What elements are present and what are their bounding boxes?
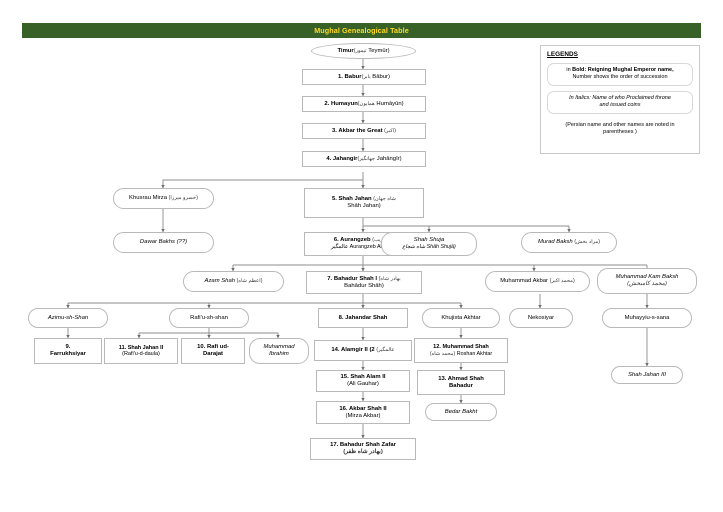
node-murad-baksh[interactable]: Murad Baksh (مراد بخش) <box>521 232 617 253</box>
node-azimu-sh-shan-line1: Azimu-sh-Shan <box>47 314 89 321</box>
node-jahandar-shah-line1: 8. Jahandar Shah <box>338 314 388 321</box>
node-jahangir[interactable]: 4. Jahangir(جهانگیر Jahāngīr) <box>302 151 426 167</box>
node-jahandar-shah[interactable]: 8. Jahandar Shah <box>318 308 408 328</box>
node-akbar-the-great-line1: 3. Akbar the Great (اکبر) <box>332 127 396 134</box>
node-shah-jahan-ii[interactable]: 11. Shah Jahan II (Rafi'u-d-daula) <box>104 338 178 364</box>
node-humayun[interactable]: 2. Humayun(همایون Humāyūn) <box>302 96 426 112</box>
node-bahadur-shah-i-line1: 7. Bahadur Shah I (بهادر شاه <box>327 275 401 282</box>
legend-persian-line1: (Persian name and other names are noted … <box>565 121 675 128</box>
node-shah-shuja-line1: Shah Shuja <box>413 237 445 244</box>
node-nekosiyar-line1: Nekosiyar <box>527 314 555 321</box>
legend-italic-line2: and issued coins <box>599 102 641 109</box>
page-title: Mughal Genealogical Table <box>314 26 409 35</box>
node-akbar-shah-ii-line2: (Mirza Akbar) <box>345 412 381 419</box>
node-muhammad-shah[interactable]: 12. Muhammad Shah (محمد شاه) Roshan Akht… <box>414 338 508 363</box>
node-babur[interactable]: 1. Babur(بابر Bābur) <box>302 69 426 85</box>
node-shah-shuja[interactable]: Shah Shuja شاه شجاع Shāh Shujā) <box>381 232 477 256</box>
node-shah-shuja-line2: شاه شجاع Shāh Shujā) <box>402 244 456 251</box>
node-babur-line1: 1. Babur(بابر Bābur) <box>338 73 390 80</box>
node-akbar-shah-ii[interactable]: 16. Akbar Shah II (Mirza Akbar) <box>316 401 410 424</box>
node-ahmad-shah-bahadur[interactable]: 13. Ahmad Shah Bahadur <box>417 370 505 395</box>
node-shah-alam-ii-line2: (Ali Gauhar) <box>347 381 379 387</box>
node-muhayyiu-s-sana[interactable]: Muhayyiu-s-sana <box>602 308 692 328</box>
node-farrukhsiyar-line2: Farrukhsiyar <box>50 351 86 357</box>
legend-item-italics: In Italics: Name of who Proclaimed thron… <box>547 90 693 114</box>
node-akbar-shah-ii-line1: 16. Akbar Shah II <box>339 405 387 412</box>
node-muhammad-akbar-line1: Muhammad Akbar (محمد اکبر) <box>500 278 575 285</box>
node-shah-jahan-iii-line1: Shah Jahan III <box>628 371 666 378</box>
node-muhayyiu-s-sana-line1: Muhayyiu-s-sana <box>624 314 670 321</box>
node-azam-shah-line1: Azam Shah (اعظم شاه) <box>204 278 263 285</box>
node-rafi-ud-darajat-line1: 10. Rafi ud- <box>197 344 229 351</box>
node-dawar-bakhs[interactable]: Dawar Bakhs (??) <box>113 232 214 253</box>
node-muhammad-ibrahim[interactable]: Muhammad Ibrahim <box>249 338 309 364</box>
node-shah-jahan[interactable]: 5. Shah Jahan (شاه جهان Shāh Jahan) <box>304 188 424 218</box>
node-bahadur-shah-i-line2: Bahādur Shāh) <box>344 282 384 289</box>
node-bahadur-shah-zafar-line1: 17. Bahadur Shah Zafar <box>330 442 396 449</box>
node-nekosiyar[interactable]: Nekosiyar <box>509 308 573 328</box>
node-rafi-ud-darajat[interactable]: 10. Rafi ud- Darajat <box>181 338 245 364</box>
legend-bold-rest: Number shows the order of succession <box>572 74 668 81</box>
node-azam-shah[interactable]: Azam Shah (اعظم شاه) <box>183 271 284 292</box>
node-bahadur-shah-i[interactable]: 7. Bahadur Shah I (بهادر شاه Bahādur Shā… <box>306 271 422 294</box>
node-shah-alam-ii[interactable]: 15. Shah Alam II (Ali Gauhar) <box>316 370 410 392</box>
legend-item-persian: (Persian name and other names are noted … <box>547 119 693 140</box>
node-murad-baksh-line1: Murad Baksh (مراد بخش) <box>537 239 601 246</box>
node-shah-jahan-iii[interactable]: Shah Jahan III <box>611 366 683 384</box>
node-khujista-akhtar[interactable]: Khujista Akhtar <box>422 308 500 328</box>
node-bahadur-shah-zafar[interactable]: 17. Bahadur Shah Zafar (بهادر شاه ظفر) <box>310 438 416 460</box>
node-dawar-bakhs-line1: Dawar Bakhs (??) <box>139 239 188 246</box>
node-rafiu-sh-shan[interactable]: Rafi'u-sh-shan <box>169 308 249 328</box>
node-muhammad-akbar[interactable]: Muhammad Akbar (محمد اکبر) <box>485 271 590 292</box>
node-alamgir-ii-line1: 14. Alamgir II (2 (عالمگیر <box>331 347 395 354</box>
node-ahmad-shah-bahadur-line2: Bahadur <box>449 382 473 389</box>
node-azimu-sh-shan[interactable]: Azimu-sh-Shan <box>28 308 108 328</box>
legend-bold-text: Bold: Reigning Mughal Emperor name, <box>572 67 674 73</box>
legend-bold-lead: in <box>566 67 573 73</box>
node-akbar-the-great[interactable]: 3. Akbar the Great (اکبر) <box>302 123 426 139</box>
legend-heading: LEGENDS <box>547 51 578 58</box>
node-timur-line1: Timur(تیمور Teymūr) <box>337 47 390 54</box>
node-muhammad-kam-baksh-line1: Muhammad Kam Baksh <box>615 274 679 281</box>
node-muhammad-ibrahim-line2: Ibrahim <box>269 351 289 357</box>
node-bahadur-shah-zafar-persian: (بهادر شاه ظفر) <box>343 449 383 455</box>
node-ahmad-shah-bahadur-line1: 13. Ahmad Shah <box>438 375 484 382</box>
node-bedar-bakht[interactable]: Bedar Bakht <box>425 403 497 421</box>
node-muhammad-kam-baksh-persian: (محمد کامبخش) <box>627 281 667 287</box>
node-rafiu-sh-shan-line1: Rafi'u-sh-shan <box>190 314 228 321</box>
node-khusrau-mirza[interactable]: Khusrau Mirza (خسرو میرزا) <box>113 188 214 209</box>
node-farrukhsiyar-line1: 9. <box>65 344 71 351</box>
node-muhammad-shah-line1: 12. Muhammad Shah <box>433 344 489 351</box>
node-shah-alam-ii-line1: 15. Shah Alam II <box>340 374 386 381</box>
legend-box: LEGENDS in Bold: Reigning Mughal Emperor… <box>540 45 700 154</box>
page-title-bar: Mughal Genealogical Table <box>22 23 701 38</box>
node-shah-jahan-line2: Shāh Jahan) <box>347 203 381 209</box>
legend-item-bold: in Bold: Reigning Mughal Emperor name, N… <box>547 63 693 86</box>
node-rafi-ud-darajat-line2: Darajat <box>203 351 223 357</box>
node-timur[interactable]: Timur(تیمور Teymūr) <box>311 43 416 59</box>
node-muhammad-ibrahim-line1: Muhammad <box>263 344 295 351</box>
node-farrukhsiyar[interactable]: 9. Farrukhsiyar <box>34 338 102 364</box>
node-shah-jahan-ii-line1: 11. Shah Jahan II <box>118 344 164 351</box>
node-khujista-akhtar-line1: Khujista Akhtar <box>441 314 481 321</box>
legend-persian-line2: parentheses ) <box>603 129 637 136</box>
node-muhammad-kam-baksh[interactable]: Muhammad Kam Baksh (محمد کامبخش) <box>597 268 697 294</box>
node-khusrau-mirza-line1: Khusrau Mirza (خسرو میرزا) <box>129 195 198 202</box>
node-bedar-bakht-line1: Bedar Bakht <box>444 408 478 415</box>
node-alamgir-ii[interactable]: 14. Alamgir II (2 (عالمگیر <box>314 340 412 361</box>
node-humayun-line1: 2. Humayun(همایون Humāyūn) <box>324 100 404 107</box>
node-shah-jahan-ii-line2: (Rafi'u-d-daula) <box>122 351 160 357</box>
legend-italic-line1: In Italics: Name of who Proclaimed thron… <box>569 94 671 101</box>
node-muhammad-shah-line2: (محمد شاه) Roshan Akhtar <box>429 350 493 357</box>
node-shah-jahan-line1: 5. Shah Jahan (شاه جهان <box>331 196 397 203</box>
node-jahangir-line1: 4. Jahangir(جهانگیر Jahāngīr) <box>326 155 402 162</box>
node-aurangzeb-line2: عالمگیر Aurangzeb Alamgir) <box>330 244 398 251</box>
